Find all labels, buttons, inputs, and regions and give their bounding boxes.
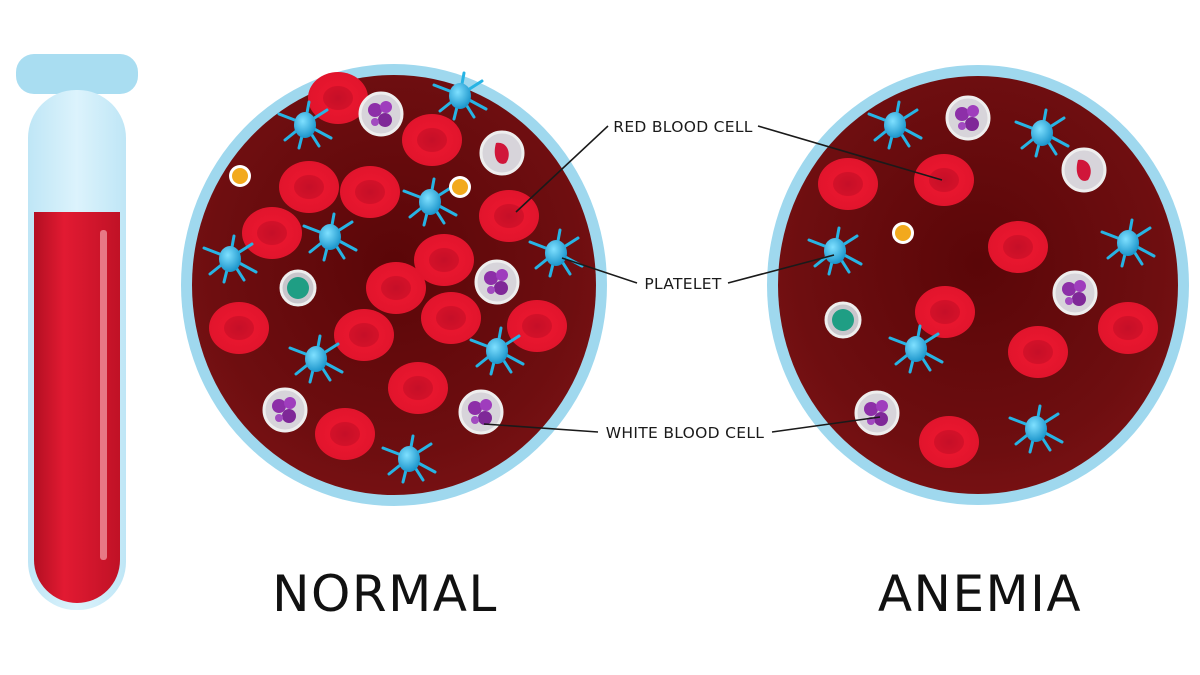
anemia-blood-sample — [767, 65, 1189, 505]
label-red-blood-cell: RED BLOOD CELL — [613, 118, 753, 136]
normal-blood-sample — [181, 64, 607, 506]
label-platelet: PLATELET — [644, 275, 722, 293]
label-white-blood-cell: WHITE BLOOD CELL — [606, 424, 764, 442]
callout-lines — [483, 125, 943, 433]
test-tube — [16, 54, 138, 610]
caption-anemia: ANEMIA — [878, 565, 1082, 623]
caption-normal: NORMAL — [272, 565, 498, 623]
test-tube-blood — [34, 212, 120, 603]
